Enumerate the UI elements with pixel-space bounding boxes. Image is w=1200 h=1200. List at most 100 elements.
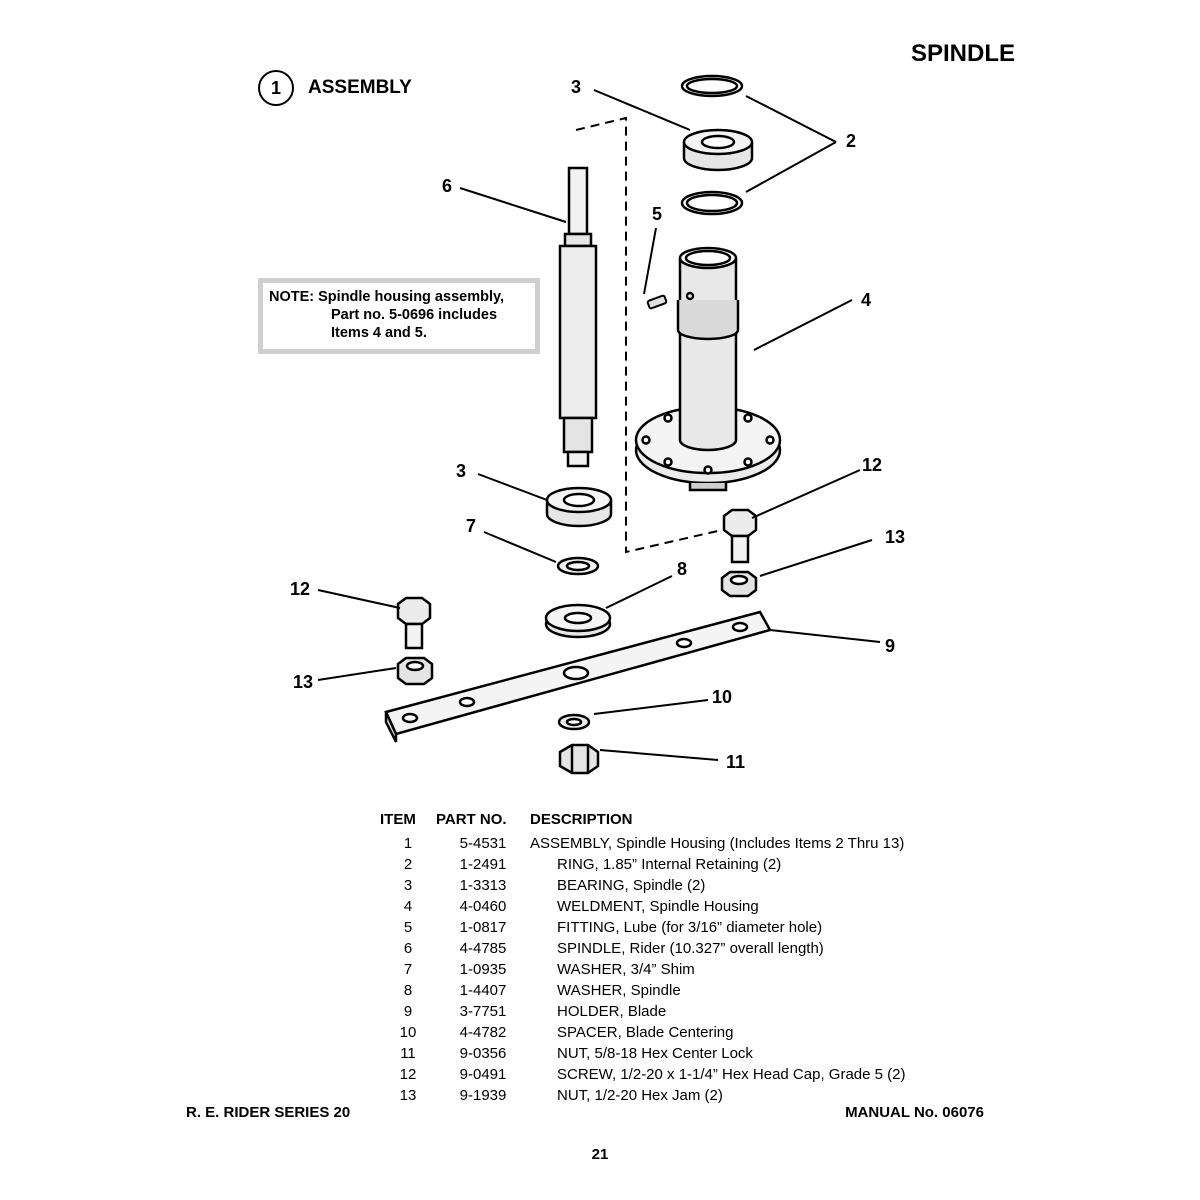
- cell-desc: HOLDER, Blade: [557, 1003, 667, 1020]
- leader-lines: [317, 89, 881, 761]
- spindle-shaft: [558, 166, 598, 468]
- cell-desc: NUT, 5/8-18 Hex Center Lock: [557, 1045, 753, 1062]
- cell-item: 2: [403, 856, 413, 873]
- cell-part: 1-2491: [459, 856, 507, 873]
- cell-item: 9: [403, 1003, 413, 1020]
- cell-item: 5: [403, 919, 413, 936]
- cell-part: 1-3313: [459, 877, 507, 894]
- cell-desc: SPINDLE, Rider (10.327” overall length): [557, 940, 824, 957]
- callout-9: 9: [885, 636, 896, 656]
- hex-screw-right: [722, 508, 758, 564]
- cell-part: 1-0935: [459, 961, 507, 978]
- cell-item: 4: [403, 898, 413, 915]
- cell-part: 4-0460: [459, 898, 507, 915]
- cell-item: 8: [403, 982, 413, 999]
- cell-part: 9-1939: [459, 1087, 507, 1104]
- footer-series: R. E. RIDER SERIES 20: [186, 1104, 351, 1121]
- cell-item: 12: [399, 1066, 417, 1083]
- table-row: 2 1-2491 RING, 1.85” Internal Retaining (2…: [380, 854, 905, 875]
- callout-3-upper: 3: [571, 77, 582, 97]
- cell-part: 5-4531: [459, 835, 507, 852]
- cell-item: 11: [400, 1045, 416, 1062]
- shim-washer: [556, 556, 600, 576]
- note-line-3: Items 4 and 5.: [331, 325, 427, 341]
- callout-7: 7: [466, 516, 477, 536]
- cell-part: 9-0356: [459, 1045, 507, 1062]
- cell-item: 13: [399, 1087, 417, 1104]
- note-line-1: NOTE: Spindle housing assembly,: [269, 289, 504, 305]
- callout-5: 5: [652, 204, 663, 224]
- cell-part: 4-4782: [459, 1024, 507, 1041]
- jam-nut-left: [396, 656, 434, 686]
- cell-desc: SCREW, 1/2-20 x 1-1/4” Hex Head Cap, Gra…: [557, 1066, 906, 1083]
- parts-table: ITEM PART NO. DESCRIPTION 1 5-4531 ASSEMBL…: [380, 808, 905, 1106]
- table-row: 12 9-0491 SCREW, 1/2-20 x 1-1/4” Hex Head …: [380, 1064, 906, 1085]
- callout-4: 4: [861, 290, 872, 310]
- bearing-lower: [545, 486, 613, 528]
- callout-13-left: 13: [293, 672, 314, 692]
- header-description: DESCRIPTION: [530, 810, 633, 828]
- table-row: 5 1-0817 FITTING, Lube (for 3/16” diameter…: [380, 917, 905, 938]
- cell-part: 1-0817: [459, 919, 507, 936]
- centering-spacer: [557, 713, 591, 731]
- page-title: SPINDLE: [910, 40, 1015, 67]
- table-row: 6 4-4785 SPINDLE, Rider (10.327” overall l…: [380, 938, 905, 959]
- table-row: 3 1-3313 BEARING, Spindle (2): [380, 875, 905, 896]
- callout-6: 6: [442, 176, 453, 196]
- blade-holder: [384, 610, 772, 743]
- cell-item: 7: [403, 961, 413, 978]
- page-number: 21: [591, 1146, 609, 1163]
- exploded-parts-diagram: [317, 74, 881, 775]
- header-item: ITEM: [380, 810, 416, 828]
- cell-item: 3: [403, 877, 413, 894]
- hex-screw-left: [396, 596, 432, 650]
- assembly-label: ASSEMBLY: [308, 77, 412, 98]
- cell-desc: WASHER, 3/4” Shim: [557, 961, 695, 978]
- callout-2: 2: [846, 131, 857, 151]
- cell-item: 10: [399, 1024, 417, 1041]
- bearing-upper: [682, 128, 754, 172]
- cell-part: 1-4407: [459, 982, 507, 999]
- callout-8: 8: [677, 559, 688, 579]
- table-row: 10 4-4782 SPACER, Blade Centering: [380, 1022, 905, 1043]
- table-row: 13 9-1939 NUT, 1/2-20 Hex Jam (2): [380, 1085, 905, 1106]
- callout-10: 10: [712, 687, 733, 707]
- cell-desc: BEARING, Spindle (2): [557, 877, 706, 894]
- callout-12-left: 12: [290, 579, 311, 599]
- cell-desc: RING, 1.85” Internal Retaining (2): [557, 856, 782, 873]
- jam-nut-right: [720, 570, 758, 598]
- table-row: 7 1-0935 WASHER, 3/4” Shim: [380, 959, 905, 980]
- retaining-ring-lower: [680, 190, 744, 216]
- center-lock-nut: [558, 743, 600, 775]
- table-row: 11 9-0356 NUT, 5/8-18 Hex Center Lock: [380, 1043, 905, 1064]
- assembly-number-badge: 1: [258, 70, 294, 106]
- callout-3-lower: 3: [456, 461, 467, 481]
- note-line-2: Part no. 5-0696 includes: [331, 307, 498, 323]
- cell-desc: FITTING, Lube (for 3/16” diameter hole): [557, 919, 823, 936]
- table-header-row: ITEM PART NO. DESCRIPTION: [380, 808, 905, 833]
- retaining-ring-upper: [680, 74, 744, 98]
- header-part-no: PART NO.: [436, 810, 507, 828]
- cell-desc: ASSEMBLY, Spindle Housing (Includes Item…: [530, 835, 905, 852]
- table-row: 9 3-7751 HOLDER, Blade: [380, 1001, 905, 1022]
- cell-part: 9-0491: [459, 1066, 507, 1083]
- cell-desc: NUT, 1/2-20 Hex Jam (2): [557, 1087, 723, 1104]
- note-box: NOTE: Spindle housing assembly, Part no.…: [258, 278, 540, 354]
- footer-manual-number: MANUAL No. 06076: [845, 1104, 984, 1121]
- spindle-washer: [544, 603, 612, 639]
- cell-desc: WELDMENT, Spindle Housing: [557, 898, 759, 915]
- callout-11: 11: [726, 752, 746, 772]
- callout-13-right: 13: [885, 527, 906, 547]
- cell-item: 1: [403, 835, 413, 852]
- callout-12-right: 12: [862, 455, 883, 475]
- cell-desc: SPACER, Blade Centering: [557, 1024, 734, 1041]
- cell-item: 6: [403, 940, 413, 957]
- table-row: 4 4-0460 WELDMENT, Spindle Housing: [380, 896, 905, 917]
- cell-part: 3-7751: [459, 1003, 507, 1020]
- table-row: 8 1-4407 WASHER, Spindle: [380, 980, 905, 1001]
- cell-desc: WASHER, Spindle: [557, 982, 681, 999]
- spindle-housing: [634, 246, 782, 492]
- lube-fitting: [646, 294, 668, 310]
- table-row: 1 5-4531 ASSEMBLY, Spindle Housing (Includ…: [380, 833, 905, 854]
- cell-part: 4-4785: [459, 940, 507, 957]
